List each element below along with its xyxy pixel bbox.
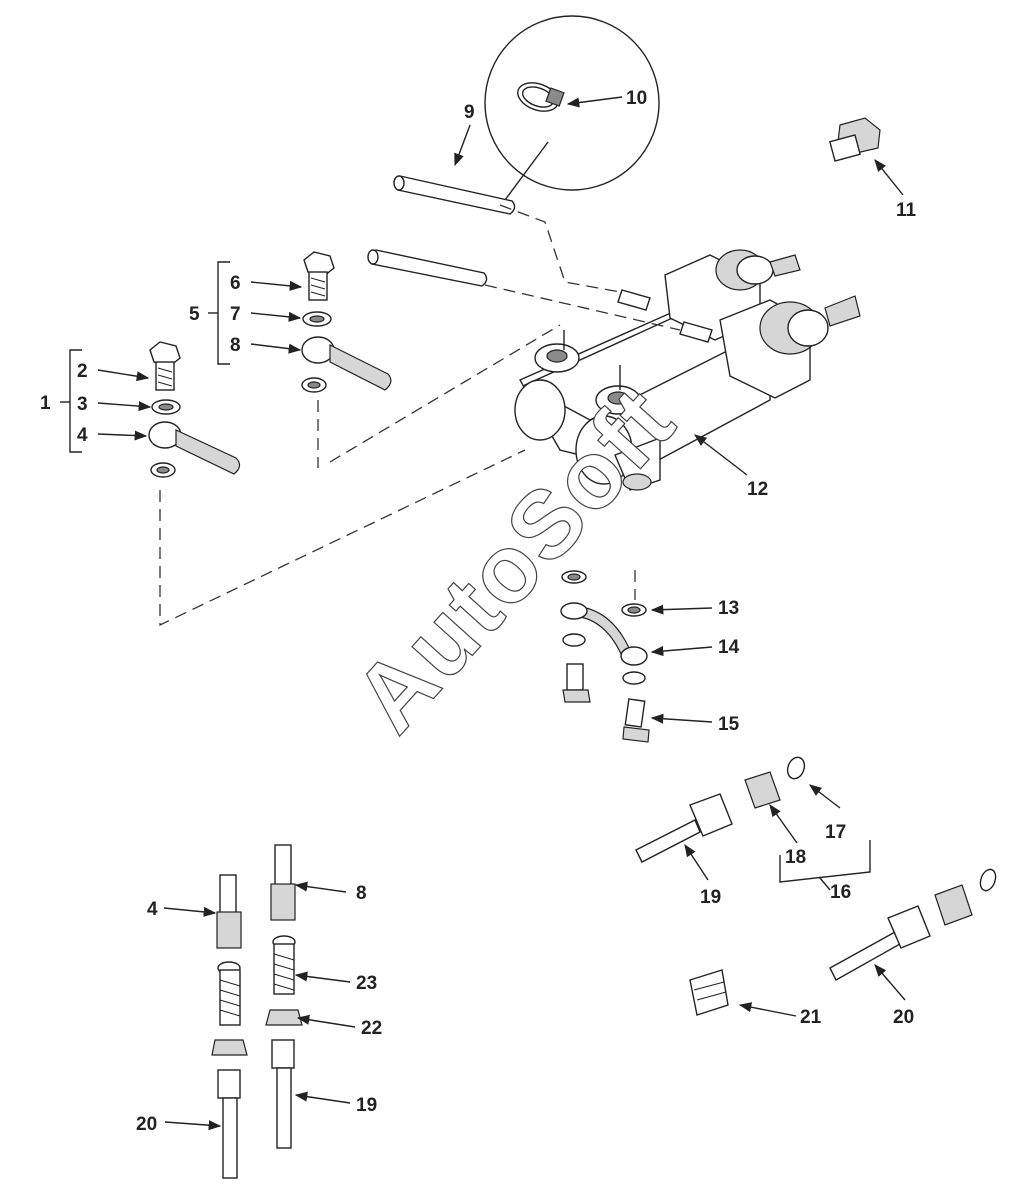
fitting-set-upper bbox=[635, 756, 806, 863]
callout-4: 4 bbox=[77, 425, 88, 446]
callout-14: 14 bbox=[718, 637, 740, 658]
callout-22: 22 bbox=[361, 1018, 382, 1039]
watermark-text: AutoSoft bbox=[334, 367, 695, 752]
callout-19-lower: 19 bbox=[356, 1095, 377, 1116]
callout-7: 7 bbox=[230, 304, 241, 325]
callout-1: 1 bbox=[40, 393, 51, 414]
banjo-assembly-lower bbox=[148, 341, 241, 478]
callout-8: 8 bbox=[230, 335, 241, 356]
callout-6: 6 bbox=[230, 273, 241, 294]
callout-18: 18 bbox=[785, 847, 806, 868]
assembly-guide-lines bbox=[159, 204, 681, 627]
adapter-stack-right bbox=[265, 844, 303, 1149]
callout-10: 10 bbox=[626, 88, 647, 109]
callout-20: 20 bbox=[893, 1007, 914, 1028]
plug-part bbox=[828, 117, 881, 162]
brake-line-assembly bbox=[560, 570, 650, 743]
group-brackets bbox=[60, 261, 871, 891]
callout-3: 3 bbox=[77, 394, 88, 415]
callout-8-lower: 8 bbox=[356, 883, 367, 904]
adapter-stack-left bbox=[211, 874, 248, 1179]
clamp-detail-circle bbox=[484, 15, 660, 201]
callout-11: 11 bbox=[896, 200, 917, 221]
callout-17: 17 bbox=[825, 822, 846, 843]
callout-2: 2 bbox=[77, 361, 88, 382]
callout-16: 16 bbox=[830, 882, 851, 903]
callout-12: 12 bbox=[747, 479, 768, 500]
callout-19: 19 bbox=[700, 887, 721, 908]
leader-arrows bbox=[97, 96, 906, 1131]
hose-part bbox=[367, 175, 516, 287]
banjo-assembly-upper bbox=[301, 251, 392, 393]
callout-5: 5 bbox=[189, 304, 200, 325]
callout-23: 23 bbox=[356, 973, 377, 994]
callout-labels: 1 2 3 4 5 6 7 8 9 10 11 12 13 14 15 16 1… bbox=[40, 88, 917, 1135]
callout-21: 21 bbox=[800, 1007, 822, 1028]
clip-part bbox=[689, 969, 729, 1016]
callout-13: 13 bbox=[718, 598, 739, 619]
callout-9: 9 bbox=[464, 102, 475, 123]
hose-clamp-part bbox=[517, 82, 565, 112]
callout-20-lower: 20 bbox=[136, 1114, 157, 1135]
callout-15: 15 bbox=[718, 714, 740, 735]
master-cylinder-part bbox=[514, 249, 861, 491]
fitting-set-lower bbox=[829, 868, 997, 981]
callout-4-lower: 4 bbox=[147, 899, 158, 920]
